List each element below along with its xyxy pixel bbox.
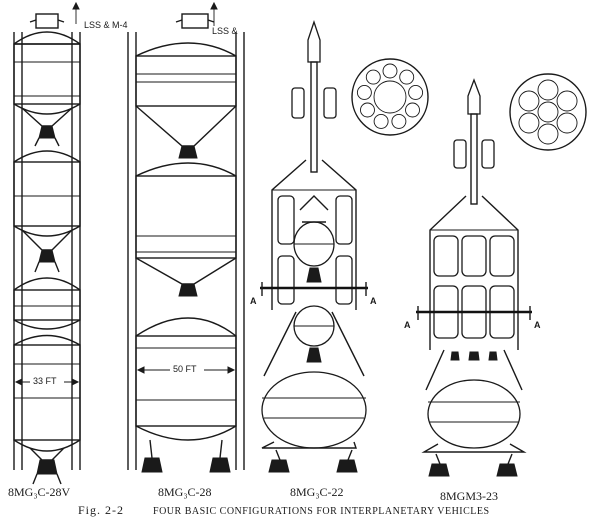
figure-caption: Fig. 2-2 FOUR BASIC CONFIGURATIONS FOR I… — [78, 503, 490, 518]
end-view-tank — [373, 113, 389, 129]
end-view-tank — [518, 90, 540, 112]
end-view-tank — [537, 79, 559, 101]
v2-dimension: 50 FT — [173, 364, 197, 374]
v1-top-module — [35, 13, 59, 29]
v3-name: 8MG₃C-22 — [290, 485, 344, 499]
v2-note: LSS & — [212, 26, 238, 36]
vehicle-4-drawing — [416, 78, 532, 477]
end-view-tank — [356, 85, 372, 100]
end-view-tank — [382, 63, 398, 79]
end-view-tank — [556, 112, 578, 134]
vehicle-2-drawing — [127, 1, 245, 473]
end-view-tank — [408, 85, 424, 100]
v1-note: LSS & M-4 — [84, 20, 128, 30]
end-view-tank — [537, 123, 559, 145]
end-view-tank — [518, 112, 540, 134]
v4-name: 8MGM3-23 — [440, 489, 499, 503]
end-view-tank — [405, 102, 420, 118]
v1-name: 8MG₃C-28V — [8, 485, 71, 499]
figure-number: Fig. 2-2 — [78, 503, 125, 517]
v1-dimension: 33 FT — [33, 376, 57, 386]
end-view-center-tank — [537, 101, 559, 123]
end-view-tank — [365, 69, 381, 85]
vehicle-3-drawing — [260, 19, 368, 473]
vehicle-1-drawing — [13, 1, 81, 485]
end-view-tank — [391, 113, 407, 129]
end-view-tank — [556, 90, 578, 112]
v4-section-left: A — [404, 320, 411, 330]
end-view-tank — [360, 102, 375, 118]
figure-title: FOUR BASIC CONFIGURATIONS FOR INTERPLANE… — [153, 506, 490, 517]
vehicle-4-end-view — [509, 73, 587, 151]
v4-section-right: A — [534, 320, 541, 330]
v3-section-left: A — [250, 296, 257, 306]
v2-name: 8MG₃C-28 — [158, 485, 212, 499]
v3-section-right: A — [370, 296, 377, 306]
end-view-tank — [399, 69, 415, 85]
vehicle-3-end-view — [351, 58, 429, 136]
